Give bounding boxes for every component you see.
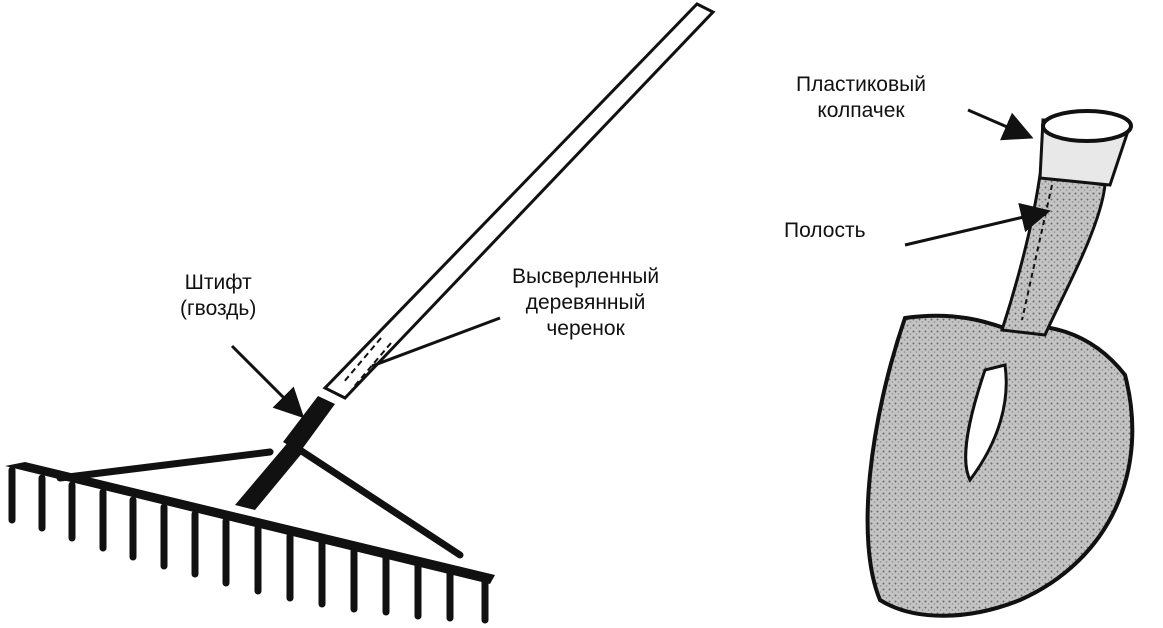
drilled-hole-dash-2 xyxy=(351,342,392,390)
drilled-handle-label-line-3: черенок xyxy=(546,317,625,340)
scoop-cap-opening xyxy=(1041,109,1133,143)
pin-label: Штифт (гвоздь) xyxy=(180,270,256,322)
rake-tines xyxy=(8,466,489,624)
drilled-handle-arrow xyxy=(371,316,501,368)
cavity-label-text: Полость xyxy=(784,219,866,242)
rake-illustration xyxy=(5,2,716,624)
plastic-cap-label-line-2: колпачек xyxy=(817,99,905,122)
plastic-cap-label: Пластиковый колпачек xyxy=(796,72,926,124)
scoop-blade xyxy=(865,313,1135,618)
drilled-handle-label-line-2: деревянный xyxy=(525,291,646,314)
rake-metal-socket xyxy=(283,396,335,452)
scoop-illustration xyxy=(865,108,1135,618)
plastic-cap-label-line-1: Пластиковый xyxy=(796,73,926,96)
drilled-handle-label-line-1: Высверленный xyxy=(512,265,660,288)
rake-wooden-handle xyxy=(322,2,716,400)
rake-head-bar xyxy=(5,462,495,584)
pin-arrow xyxy=(230,344,305,419)
rake-neck xyxy=(235,440,303,510)
pin-label-line-2: (гвоздь) xyxy=(180,297,257,320)
pin-label-line-1: Штифт xyxy=(184,271,252,294)
drilled-handle-label: Высверленный деревянный черенок xyxy=(512,264,659,342)
rake-right-brace xyxy=(296,446,464,559)
cavity-arrow xyxy=(904,202,1051,247)
plastic-cap-arrow xyxy=(967,108,1034,141)
cavity-label: Полость xyxy=(784,218,866,244)
rake-left-brace xyxy=(56,448,274,482)
scoop-blade-rib xyxy=(964,363,1008,483)
scoop-shaft xyxy=(1000,173,1107,337)
